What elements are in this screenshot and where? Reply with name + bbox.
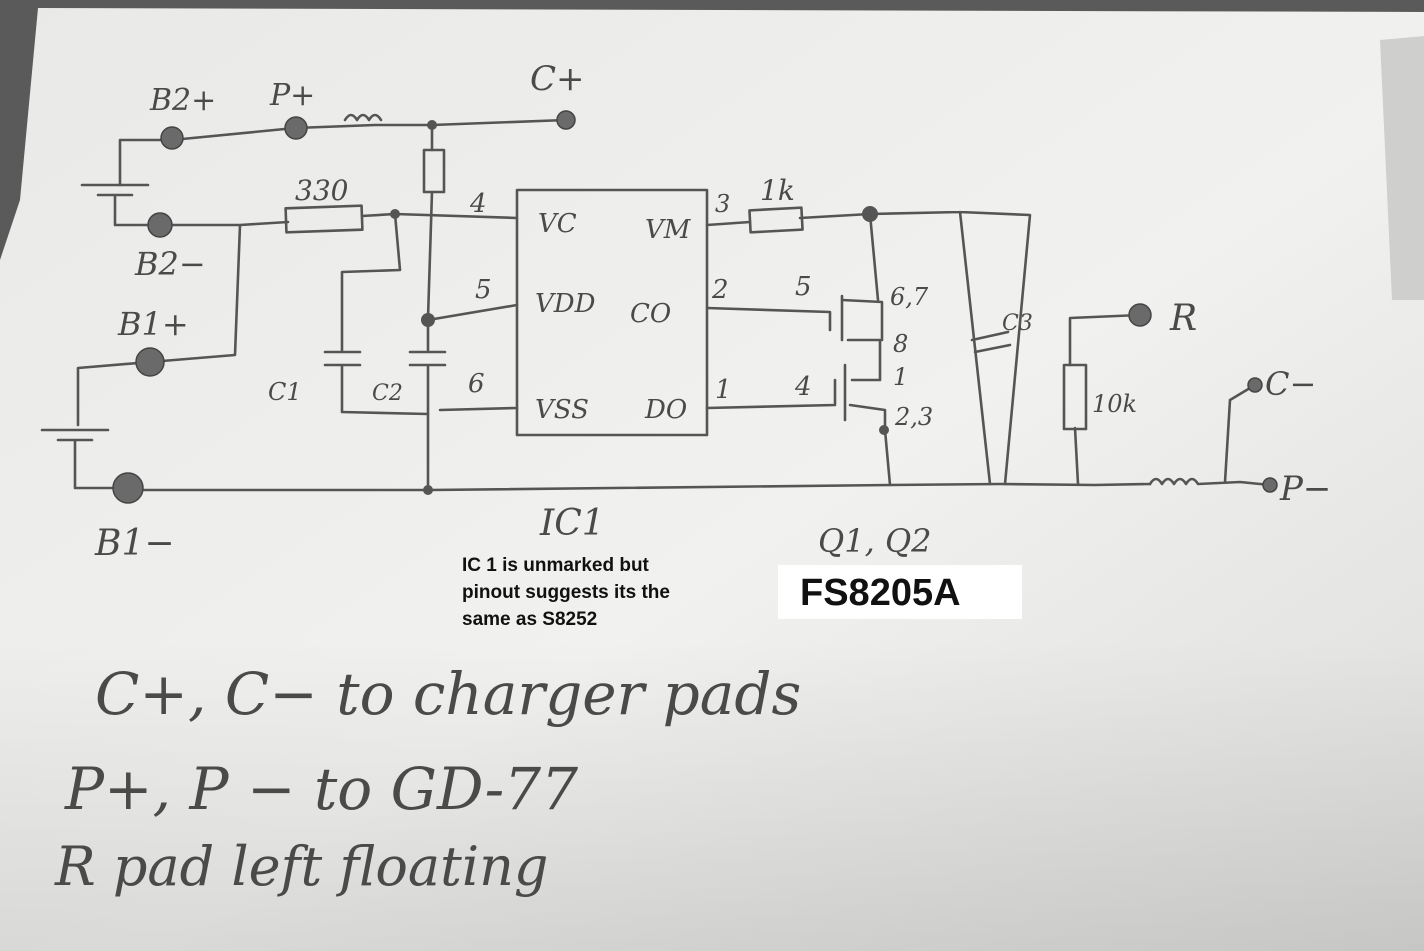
q-pin-5: 5 bbox=[795, 272, 812, 302]
ic-note: IC 1 is unmarked but pinout suggests its… bbox=[462, 552, 762, 633]
ic-pin-vdd: VDD bbox=[535, 289, 596, 319]
bottom-inductor bbox=[1148, 383, 1272, 487]
junction-dot bbox=[862, 206, 878, 222]
ic-pin-num-4: 4 bbox=[469, 189, 487, 219]
resistor-vdd-pullup bbox=[422, 148, 446, 194]
do-gate-wire bbox=[705, 363, 847, 422]
ic-note-line-2: pinout suggests its the bbox=[462, 582, 670, 603]
pad-b2-minus bbox=[147, 212, 173, 238]
label-b2-minus: B2− bbox=[134, 245, 206, 283]
ic-note-line-3: same as S8252 bbox=[462, 609, 598, 630]
label-p-plus: P+ bbox=[269, 78, 315, 113]
junction-dot bbox=[427, 120, 437, 130]
part-number-label: FS8205A bbox=[800, 572, 961, 614]
junction-dot bbox=[879, 425, 889, 435]
ic-pin-do: DO bbox=[644, 395, 687, 425]
q-pin-8: 8 bbox=[893, 330, 908, 358]
resistor-330 bbox=[284, 204, 364, 234]
paper-edge-shadow bbox=[1380, 36, 1424, 300]
q-pin-2-3: 2,3 bbox=[894, 403, 933, 431]
ic-pin-vm: VM bbox=[645, 215, 692, 245]
ic-pin-num-2: 2 bbox=[711, 275, 729, 305]
label-q1-q2: Q1, Q2 bbox=[818, 522, 932, 560]
q-pin-6-7: 6,7 bbox=[890, 283, 929, 311]
battery-b2-symbol bbox=[80, 183, 162, 227]
label-330: 330 bbox=[295, 174, 348, 207]
junction-dot bbox=[423, 485, 433, 495]
ic-pin-co: CO bbox=[630, 299, 671, 329]
resistor-10k bbox=[1062, 363, 1088, 431]
ic-pin-num-3: 3 bbox=[715, 190, 730, 218]
ic-pin-num-6: 6 bbox=[468, 369, 485, 399]
q-pin-1: 1 bbox=[893, 363, 908, 391]
handwritten-note-line-1: C+, C− to charger pads bbox=[95, 660, 802, 728]
capacitor-c2 bbox=[408, 123, 519, 492]
pad-b1-plus bbox=[135, 347, 165, 377]
label-c-minus: C− bbox=[1265, 365, 1316, 403]
junction-dot bbox=[421, 313, 435, 327]
ic1-body bbox=[515, 188, 709, 437]
label-10k: 10k bbox=[1092, 390, 1137, 418]
ic-pin-num-5: 5 bbox=[475, 275, 492, 305]
b2-minus-wire bbox=[158, 212, 519, 227]
label-c3: C3 bbox=[1002, 311, 1033, 336]
label-b1-minus: B1− bbox=[94, 523, 175, 564]
pad-c-plus bbox=[556, 110, 576, 130]
bottom-rail-wire bbox=[126, 482, 1152, 492]
capacitor-c1 bbox=[323, 212, 430, 416]
top-inductor bbox=[343, 113, 383, 122]
co-gate-wire bbox=[705, 294, 844, 342]
resistor-1k bbox=[748, 206, 804, 234]
capacitor-c3 bbox=[868, 210, 1032, 486]
label-c-plus: C+ bbox=[530, 59, 585, 99]
r-pad-wire bbox=[1068, 313, 1142, 486]
part-number-box bbox=[778, 565, 1022, 619]
label-c1: C1 bbox=[268, 378, 302, 406]
label-b1-plus: B1+ bbox=[117, 305, 189, 343]
pad-b2-plus bbox=[160, 126, 184, 150]
handwritten-note-line-2: P+, P − to GD-77 bbox=[65, 755, 578, 823]
vss-wire bbox=[438, 406, 519, 412]
pad-p-minus bbox=[1262, 477, 1278, 493]
label-r: R bbox=[1169, 298, 1197, 339]
pad-r bbox=[1128, 303, 1152, 327]
battery-b1-symbol bbox=[40, 428, 130, 490]
vm-wire bbox=[705, 212, 872, 227]
ic-pin-vc: VC bbox=[538, 209, 577, 239]
ic-pin-num-1: 1 bbox=[715, 375, 732, 405]
pad-b1-minus bbox=[112, 472, 144, 504]
label-p-minus: P− bbox=[1279, 469, 1331, 509]
label-c2: C2 bbox=[372, 381, 403, 406]
ic-pin-vss: VSS bbox=[535, 395, 589, 425]
lower-shadow bbox=[0, 640, 1424, 951]
pad-p-plus bbox=[284, 116, 308, 140]
mosfet-pair bbox=[840, 212, 892, 487]
pad-c-minus bbox=[1247, 377, 1263, 393]
label-1k: 1k bbox=[760, 174, 795, 207]
ic-note-line-1: IC 1 is unmarked but bbox=[462, 555, 649, 576]
q-pin-4: 4 bbox=[794, 372, 812, 402]
junction-dot bbox=[390, 209, 400, 219]
label-ic1: IC1 bbox=[539, 503, 605, 544]
label-b2-plus: B2+ bbox=[149, 83, 216, 118]
handwritten-note-line-3: R pad left floating bbox=[55, 835, 549, 898]
